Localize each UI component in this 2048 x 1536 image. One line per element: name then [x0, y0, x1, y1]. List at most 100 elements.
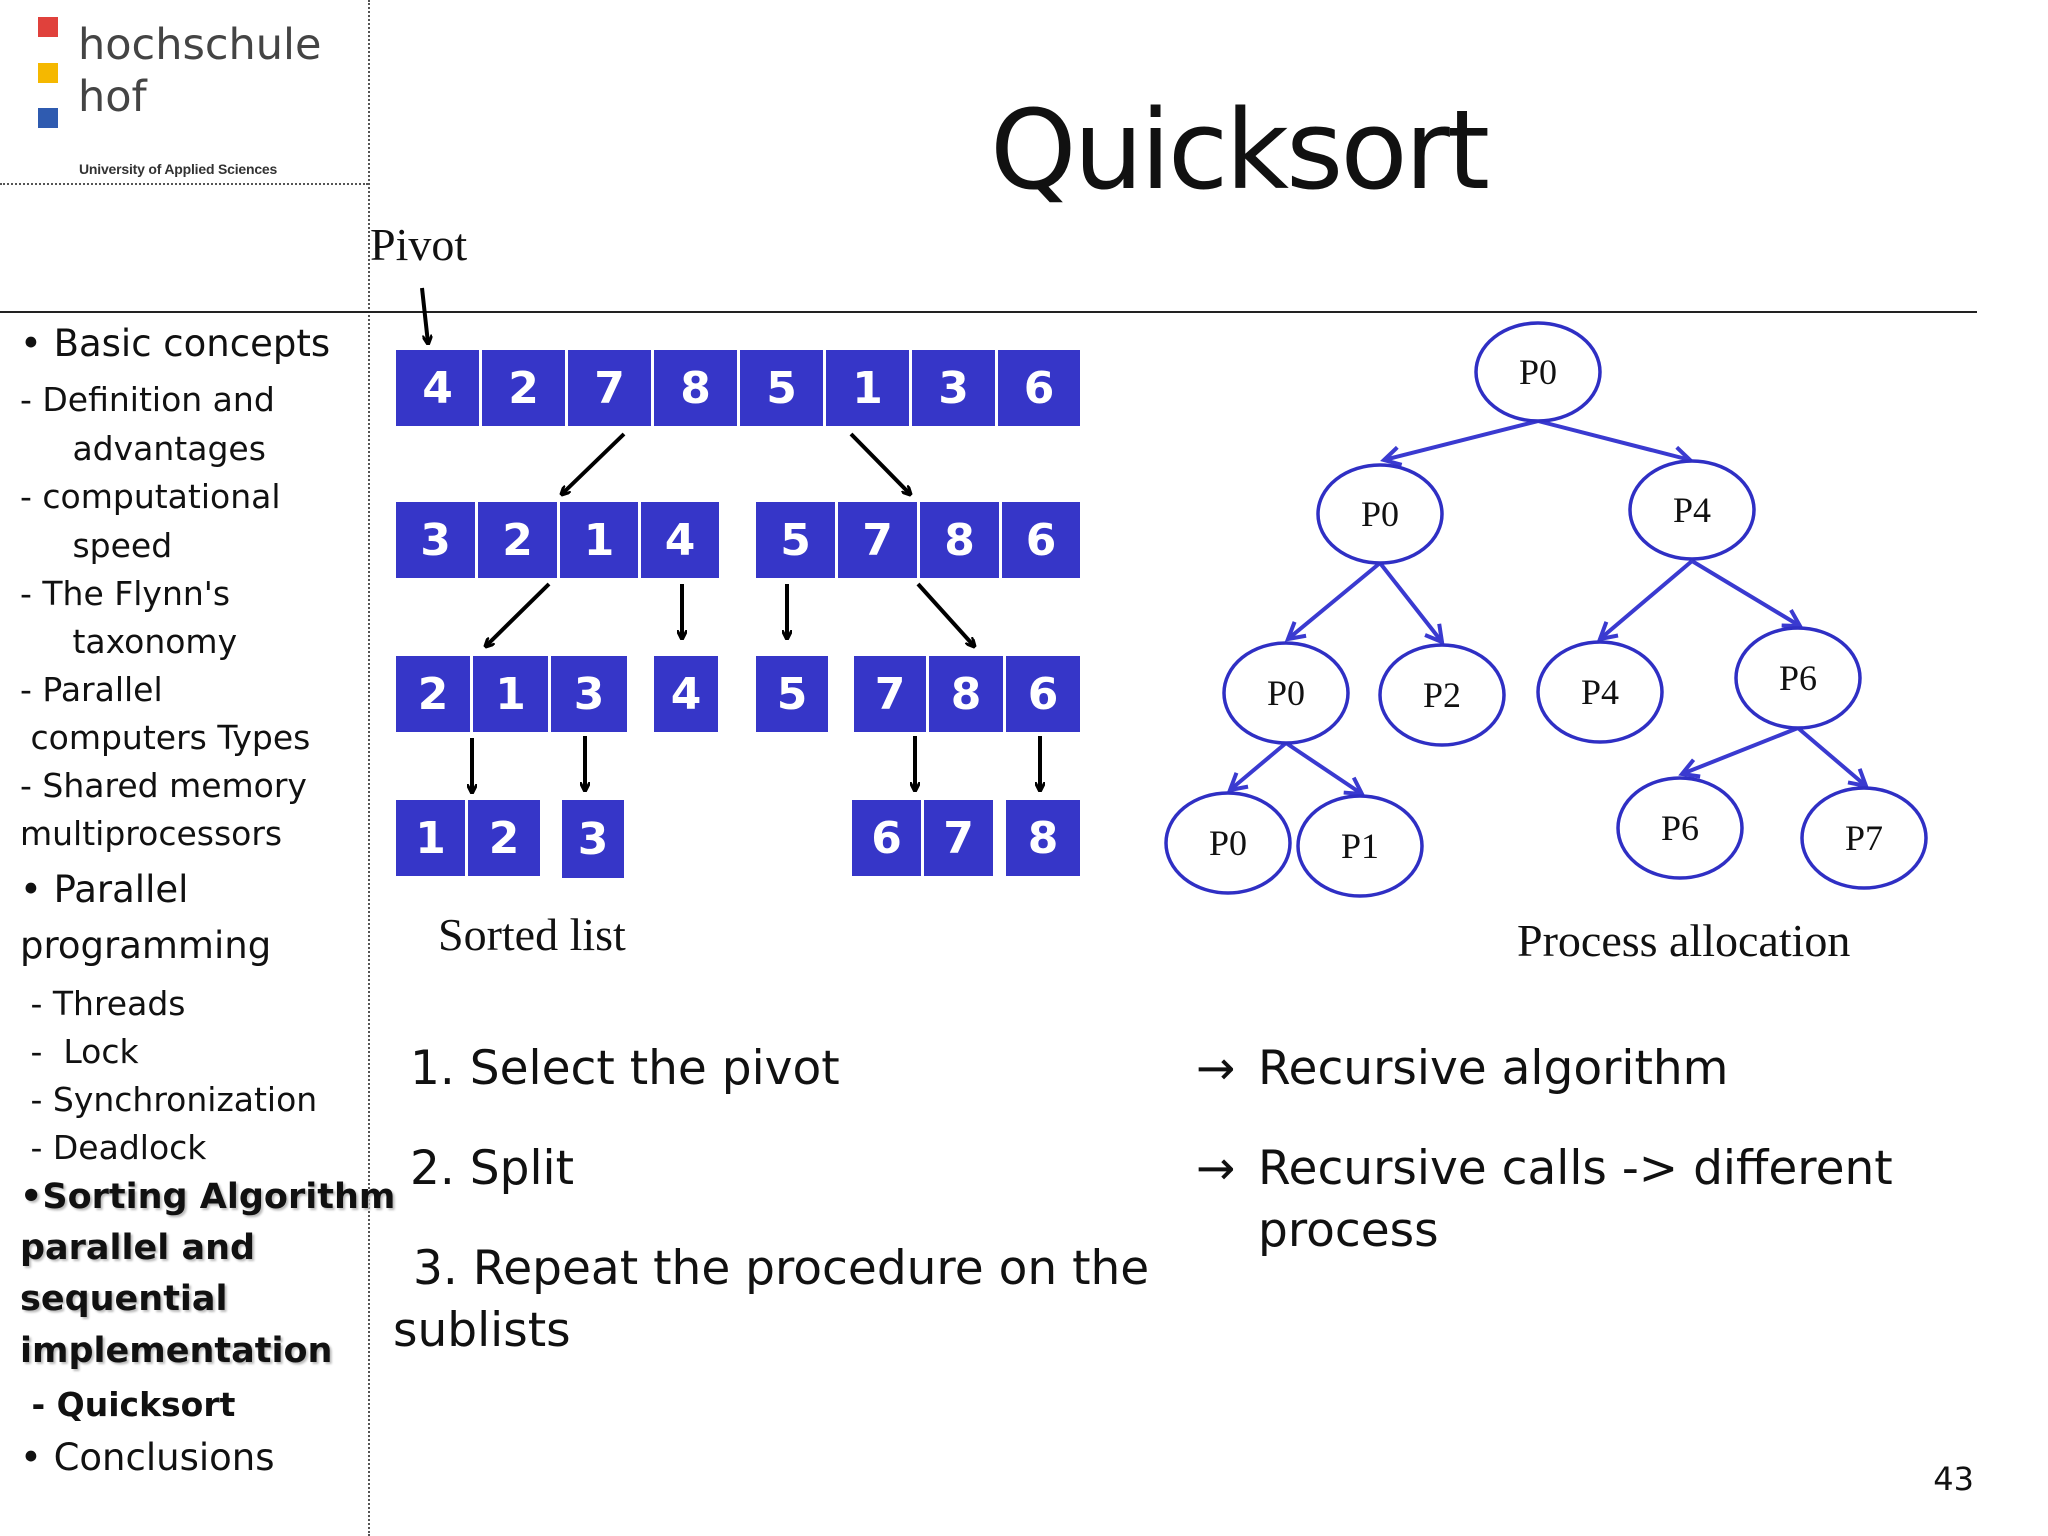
tree-node	[1296, 794, 1424, 898]
tree-edge	[1288, 561, 1382, 639]
tree-node-root	[1474, 321, 1602, 423]
toc-item: - The Flynn's	[20, 574, 231, 613]
tree-node	[1734, 626, 1862, 730]
logo-divider	[0, 183, 368, 185]
array-cell: 3	[396, 502, 475, 578]
toc-item: - Shared memory	[20, 766, 307, 805]
toc-item-active: sequential	[20, 1279, 228, 1319]
note-arrow-icon: →	[1196, 1041, 1236, 1096]
tree-edges	[1230, 419, 1866, 794]
toc-item-current: - Quicksort	[20, 1385, 236, 1424]
tree-nodes	[1164, 321, 1928, 898]
array-cell: 1	[396, 800, 465, 876]
array-cell: 8	[654, 350, 737, 426]
array-cell: 4	[654, 656, 718, 732]
step-3-line-2: sublists	[393, 1303, 571, 1358]
arrow	[849, 432, 910, 494]
tree-node-label: P2	[1423, 675, 1461, 715]
tree-edge	[1230, 741, 1288, 790]
array-cell: 3	[551, 656, 627, 732]
arrow	[420, 287, 428, 343]
tree-node-label: P4	[1673, 490, 1711, 530]
toc-item-active: implementation	[20, 1331, 333, 1371]
array-cell: 2	[482, 350, 565, 426]
header-rule	[0, 311, 1977, 313]
note-1: Recursive algorithm	[1258, 1041, 1729, 1096]
array-cell: 7	[568, 350, 651, 426]
toc-item: • Conclusions	[20, 1436, 275, 1479]
tree-node-labels: P0 P0 P4 P0 P2 P4 P6 P0 P1 P6 P7	[1209, 352, 1883, 866]
logo-blue-square	[38, 108, 58, 128]
tree-edge	[1690, 559, 1800, 626]
sorted-list-caption: Sorted list	[438, 909, 626, 960]
logo-line-1: hochschule	[78, 20, 322, 70]
tree-node-label: P0	[1519, 352, 1557, 392]
tree-node-label: P0	[1361, 494, 1399, 534]
page-number: 43	[1933, 1460, 1974, 1498]
array-cell: 3	[912, 350, 995, 426]
tree-edge	[1384, 419, 1539, 460]
array-cell: 4	[641, 502, 719, 578]
array-cell: 4	[396, 350, 479, 426]
toc-item: - Deadlock	[20, 1128, 207, 1167]
tree-node	[1222, 641, 1350, 745]
toc-item: multiprocessors	[20, 814, 283, 853]
tree-edge	[1796, 726, 1866, 786]
array-cell: 6	[852, 800, 921, 876]
slide-title: Quicksort	[990, 86, 1490, 214]
arrow	[562, 432, 626, 494]
tree-node	[1316, 463, 1444, 565]
array-cell: 2	[468, 800, 540, 876]
toc-item: speed	[20, 526, 173, 565]
tree-node	[1536, 640, 1664, 744]
array-cell: 7	[924, 800, 993, 876]
step-2: 2. Split	[410, 1141, 574, 1196]
toc-item: taxonomy	[20, 622, 238, 661]
tree-edge	[1600, 559, 1694, 639]
array-cell: 1	[560, 502, 638, 578]
toc-item: - Synchronization	[20, 1080, 318, 1119]
tree-node-label: P1	[1341, 826, 1379, 866]
array-cell: 2	[478, 502, 557, 578]
array-cell: 6	[1002, 502, 1080, 578]
array-cell: 8	[929, 656, 1003, 732]
toc-item: - Threads	[20, 984, 186, 1023]
array-cell: 6	[998, 350, 1080, 426]
logo-subtitle: University of Applied Sciences	[79, 161, 278, 177]
toc-item: • Basic concepts	[20, 322, 331, 365]
array-cell: 1	[826, 350, 909, 426]
note-2-line-2: process	[1258, 1203, 1439, 1258]
toc-item-active: parallel and	[20, 1228, 256, 1268]
arrow	[486, 582, 551, 646]
toc-item: programming	[20, 924, 272, 967]
tree-node	[1378, 643, 1506, 747]
tree-node-label: P0	[1209, 823, 1247, 863]
array-cell: 6	[1006, 656, 1080, 732]
sidebar-divider	[368, 0, 370, 1536]
array-cell: 5	[756, 502, 835, 578]
array-cell: 5	[756, 656, 828, 732]
logo-yellow-square	[38, 63, 58, 83]
step-3-line-1: 3. Repeat the procedure on the	[398, 1241, 1150, 1296]
toc-item: advantages	[20, 429, 266, 468]
note-arrow-icon: →	[1196, 1141, 1236, 1196]
array-cell: 7	[854, 656, 926, 732]
array-cell: 1	[473, 656, 548, 732]
tree-node	[1616, 776, 1744, 880]
logo-red-square	[38, 17, 58, 37]
tree-node	[1164, 791, 1292, 895]
tree-edge	[1537, 419, 1690, 460]
toc-item: - Parallel	[20, 670, 163, 709]
array-cell: 5	[740, 350, 823, 426]
process-allocation-caption: Process allocation	[1517, 915, 1851, 966]
tree-node-label: P4	[1581, 672, 1619, 712]
tree-node-label: P6	[1779, 658, 1817, 698]
split-arrows	[420, 287, 1040, 792]
note-2-line-1: Recursive calls -> different	[1258, 1141, 1893, 1196]
tree-edge	[1682, 726, 1799, 774]
array-cell: 8	[1006, 800, 1080, 876]
array-cell: 2	[396, 656, 470, 732]
toc-item: computers Types	[20, 718, 311, 757]
toc-item-active: •Sorting Algorithm	[20, 1177, 396, 1217]
